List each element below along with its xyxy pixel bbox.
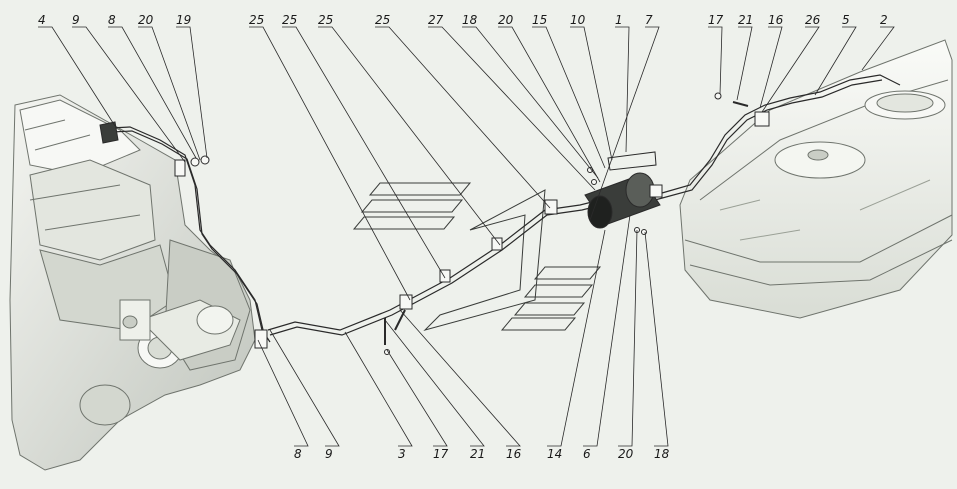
callout-top-19: 26 bbox=[805, 13, 821, 27]
callout-top-5: 25 bbox=[249, 13, 264, 27]
callout-top-7: 25 bbox=[318, 13, 333, 27]
callout-bottom-4: 21 bbox=[470, 447, 485, 461]
callout-leader-top-18 bbox=[759, 26, 783, 109]
callout-top-20: 5 bbox=[842, 13, 850, 27]
callout-leader-top-11 bbox=[498, 26, 601, 183]
callout-top-9: 27 bbox=[428, 13, 444, 27]
callout-top-18: 16 bbox=[768, 13, 784, 27]
callout-leader-bottom-0 bbox=[257, 339, 309, 447]
callout-bottom-0: 8 bbox=[294, 447, 302, 461]
callout-top-11: 20 bbox=[498, 13, 514, 27]
callout-bottom-6: 14 bbox=[547, 447, 562, 461]
callout-top-3: 20 bbox=[138, 13, 154, 27]
callout-top-13: 10 bbox=[570, 13, 586, 27]
callout-leader-bottom-2 bbox=[344, 331, 413, 447]
callout-leader-top-15 bbox=[589, 26, 660, 221]
callout-leader-top-17 bbox=[736, 26, 753, 101]
callout-leader-bottom-3 bbox=[386, 349, 448, 447]
callout-top-21: 2 bbox=[880, 13, 888, 27]
callout-leader-top-19 bbox=[761, 26, 820, 113]
callout-leader-top-10 bbox=[462, 26, 599, 179]
callout-top-17: 21 bbox=[738, 13, 753, 27]
callout-leader-top-20 bbox=[814, 26, 857, 96]
callout-bottom-7: 6 bbox=[583, 447, 591, 461]
fuel-tank-drawing bbox=[679, 39, 953, 319]
callout-leader-bottom-9 bbox=[644, 231, 669, 447]
callout-leader-top-14 bbox=[615, 26, 630, 153]
callout-leader-bottom-5 bbox=[399, 309, 521, 447]
callout-leader-bottom-6 bbox=[547, 229, 606, 447]
callout-top-15: 7 bbox=[645, 13, 653, 27]
callout-bottom-8: 20 bbox=[618, 447, 634, 461]
callout-top-10: 18 bbox=[462, 13, 478, 27]
callout-leader-top-13 bbox=[570, 26, 613, 161]
callout-leader-top-3 bbox=[138, 26, 201, 161]
callout-top-8: 25 bbox=[375, 13, 390, 27]
callout-leader-top-7 bbox=[318, 26, 501, 246]
callout-bottom-3: 17 bbox=[433, 447, 449, 461]
callout-leader-top-12 bbox=[532, 26, 606, 169]
callout-top-4: 19 bbox=[176, 13, 191, 27]
callout-leader-top-21 bbox=[861, 26, 895, 71]
callout-leader-bottom-4 bbox=[384, 319, 485, 447]
callout-top-14: 1 bbox=[615, 13, 623, 27]
callout-leader-top-0 bbox=[38, 26, 116, 127]
callout-top-0: 4 bbox=[38, 13, 46, 27]
callout-leader-top-2 bbox=[108, 26, 197, 159]
callout-leader-top-6 bbox=[282, 26, 446, 279]
callout-top-12: 15 bbox=[532, 13, 547, 27]
logo-watermark bbox=[352, 182, 602, 331]
callout-leader-bottom-7 bbox=[583, 214, 631, 447]
callout-top-2: 8 bbox=[108, 13, 116, 27]
callout-top-1: 9 bbox=[72, 13, 80, 27]
callout-leader-top-4 bbox=[176, 26, 208, 159]
callout-leader-top-5 bbox=[249, 26, 411, 301]
callout-bottom-5: 16 bbox=[506, 447, 522, 461]
callout-leader-top-9 bbox=[428, 26, 596, 191]
callout-leader-top-16 bbox=[708, 26, 723, 95]
callout-top-6: 25 bbox=[282, 13, 297, 27]
callout-leader-bottom-8 bbox=[618, 229, 638, 447]
callout-leader-bottom-1 bbox=[269, 329, 340, 447]
callout-bottom-9: 18 bbox=[654, 447, 670, 461]
callout-bottom-2: 3 bbox=[398, 447, 406, 461]
callout-bottom-1: 9 bbox=[325, 447, 333, 461]
callout-leader-top-1 bbox=[72, 26, 186, 163]
callout-leader-top-8 bbox=[375, 26, 551, 209]
callout-top-16: 17 bbox=[708, 13, 724, 27]
